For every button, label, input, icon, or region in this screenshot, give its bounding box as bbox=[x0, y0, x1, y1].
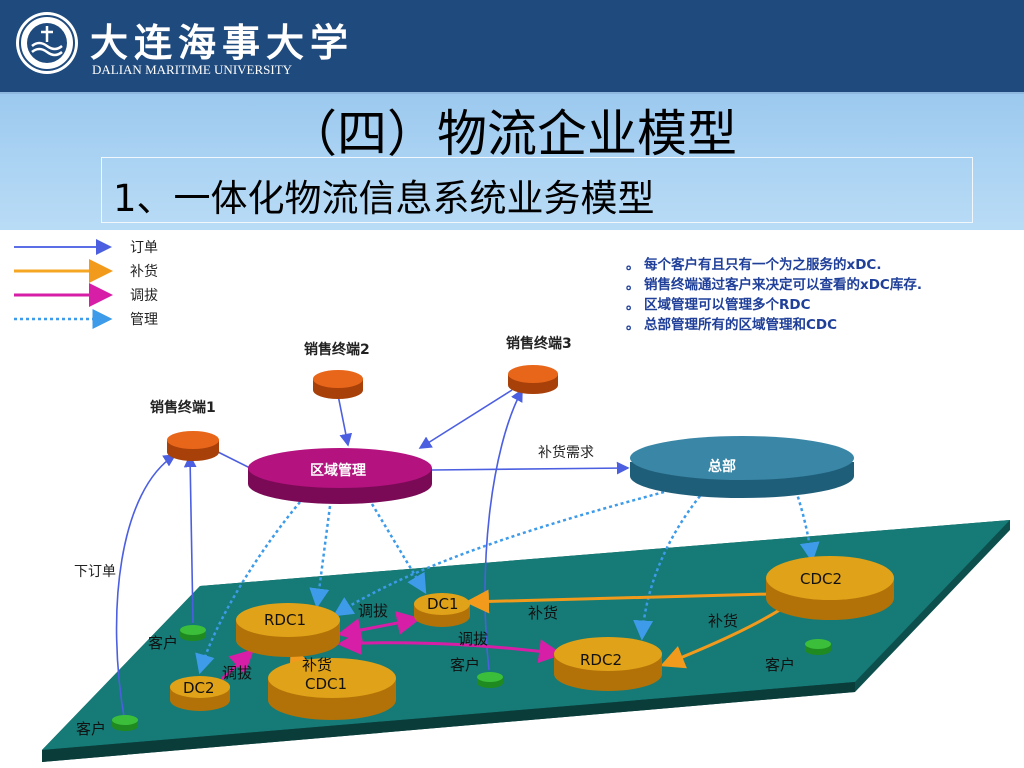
replenish-label: 补货 bbox=[528, 604, 558, 622]
slide-title: （四）物流企业模型 bbox=[287, 105, 737, 163]
dc2-node bbox=[170, 676, 230, 711]
legend: 订单 补货 调拔 管理 bbox=[14, 239, 158, 329]
replenish-edge bbox=[465, 589, 771, 614]
terminal-1-label: 销售终端1 bbox=[150, 399, 216, 416]
region-management-label: 区域管理 bbox=[310, 462, 366, 479]
order-edge bbox=[418, 389, 513, 449]
terminal-1 bbox=[167, 431, 219, 461]
legend-manage-label: 管理 bbox=[130, 312, 158, 328]
title-band bbox=[0, 94, 1024, 230]
cdc1-node bbox=[268, 658, 396, 720]
headquarters-node bbox=[630, 436, 854, 498]
order-edge bbox=[337, 394, 353, 447]
note-bullet: 。 bbox=[626, 297, 640, 313]
terminal-2-label: 销售终端2 bbox=[304, 341, 370, 358]
notes-list: 。 每个客户有且只有一个为之服务的xDC. 。 销售终端通过客户来决定可以查看的… bbox=[626, 256, 922, 333]
customer-label: 客户 bbox=[76, 720, 106, 738]
customer-label: 客户 bbox=[765, 656, 795, 674]
order-edge bbox=[115, 454, 177, 724]
customer-label: 客户 bbox=[450, 656, 480, 674]
slide-subtitle: 1、一体化物流信息系统业务模型 bbox=[113, 177, 655, 220]
note-3: 区域管理可以管理多个RDC bbox=[644, 296, 811, 313]
legend-order-label: 订单 bbox=[130, 240, 158, 256]
transfer-label: 调拔 bbox=[458, 630, 488, 648]
manage-edge bbox=[370, 503, 427, 595]
transfer-label: 调拔 bbox=[358, 602, 388, 620]
manage-edge bbox=[309, 505, 332, 609]
university-name-en: DALIAN MARITIME UNIVERSITY bbox=[92, 62, 293, 77]
legend-replenish-label: 补货 bbox=[130, 263, 158, 280]
replenish-label: 补货 bbox=[302, 656, 332, 674]
header-bar: 大连海事大学 DALIAN MARITIME UNIVERSITY bbox=[0, 0, 1024, 92]
cdc2-label: CDC2 bbox=[800, 570, 842, 588]
customer-node bbox=[477, 672, 503, 688]
cdc1-label: CDC1 bbox=[305, 675, 347, 693]
terminal-3-label: 销售终端3 bbox=[506, 335, 572, 352]
rdc1-node bbox=[236, 603, 340, 657]
business-model-diagram: 订单 补货 调拔 管理 。 每个客户有且只有一个为之服务的xDC. 。 销售终端… bbox=[14, 239, 1010, 762]
university-name-cn: 大连海事大学 bbox=[90, 20, 355, 65]
cdc2-node bbox=[766, 556, 894, 620]
header-divider bbox=[0, 92, 1024, 94]
dc1-node bbox=[414, 593, 470, 627]
transfer-edge bbox=[220, 648, 255, 681]
note-1: 每个客户有且只有一个为之服务的xDC. bbox=[644, 256, 881, 273]
order-edge bbox=[183, 454, 197, 624]
replenish-demand-edge bbox=[431, 461, 630, 475]
customer-node bbox=[112, 715, 138, 731]
subtitle-box bbox=[101, 157, 973, 223]
transfer-edge bbox=[337, 630, 563, 664]
terminal-3 bbox=[508, 365, 558, 394]
terminal-2 bbox=[313, 370, 363, 399]
manage-edge bbox=[633, 495, 701, 641]
replenish-label: 补货 bbox=[708, 612, 738, 630]
region-management-node bbox=[248, 448, 432, 504]
customer-label: 客户 bbox=[148, 634, 178, 652]
note-bullet: 。 bbox=[626, 277, 640, 293]
dc2-label: DC2 bbox=[183, 679, 215, 697]
legend-transfer-label: 调拔 bbox=[130, 288, 158, 304]
manage-edge bbox=[195, 501, 301, 675]
manage-edge bbox=[332, 490, 665, 617]
headquarters-label: 总部 bbox=[708, 458, 736, 475]
note-bullet: 。 bbox=[626, 317, 640, 333]
place-order-label: 下订单 bbox=[74, 564, 116, 580]
rdc2-label: RDC2 bbox=[580, 651, 622, 669]
dc1-label: DC1 bbox=[427, 595, 459, 613]
order-edge bbox=[484, 388, 523, 671]
replenish-demand-label: 补货需求 bbox=[538, 444, 594, 461]
customer-node bbox=[805, 639, 831, 655]
rdc2-node bbox=[554, 637, 662, 691]
university-logo-icon bbox=[16, 12, 78, 74]
transfer-label: 调拔 bbox=[222, 664, 252, 682]
note-bullet: 。 bbox=[626, 257, 640, 273]
customer-node bbox=[180, 625, 206, 641]
warehouse-platform bbox=[42, 520, 1010, 762]
note-2: 销售终端通过客户来决定可以查看的xDC库存. bbox=[644, 276, 922, 293]
rdc1-label: RDC1 bbox=[264, 611, 306, 629]
note-4: 总部管理所有的区域管理和CDC bbox=[644, 316, 837, 333]
